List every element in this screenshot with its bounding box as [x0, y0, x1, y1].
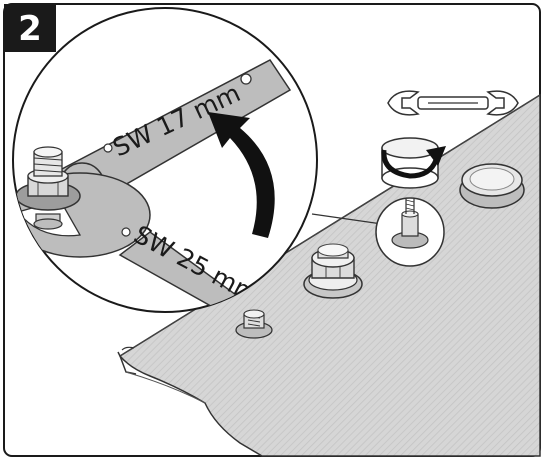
curved-tighten-arrow-icon [208, 112, 275, 238]
step-number: 2 [18, 9, 42, 49]
cover-cap [459, 163, 525, 209]
rotate-clockwise-icon [381, 137, 446, 189]
nut-assembly [303, 243, 363, 299]
bolt-on-rail [235, 309, 273, 339]
detail-circle [311, 197, 445, 267]
bolt-stack [15, 146, 81, 230]
step-number-badge: 2 [4, 4, 56, 52]
open-end-wrench-icon [387, 90, 519, 116]
